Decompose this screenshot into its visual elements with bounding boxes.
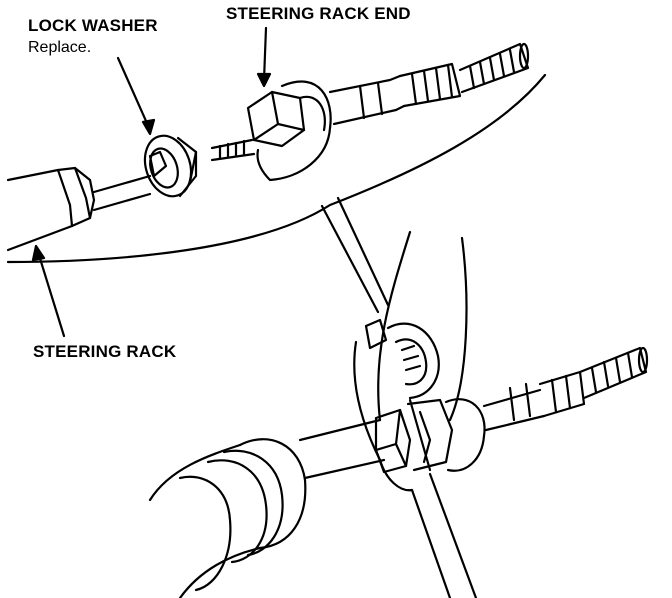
steering-rack-arrow: [31, 244, 46, 262]
rack-end-leader: [262, 26, 268, 82]
detail-pointer: [320, 196, 390, 314]
knuckle-outline: [377, 230, 468, 422]
lock-washer-part: [143, 134, 198, 198]
lower-rack-boot: [148, 438, 307, 598]
lower-rack-shaft: [298, 418, 386, 480]
open-end-wrench: [353, 318, 478, 598]
lock-washer-arrow: [141, 118, 156, 136]
steering-rack-leader: [36, 250, 66, 338]
rack-end-arrow: [256, 72, 272, 88]
steering-rack-end-part: [210, 42, 530, 182]
lock-washer-label: LOCK WASHER: [28, 16, 158, 35]
lock-washer-replace-note: Replace.: [28, 39, 92, 56]
upper-rack-housing: [6, 166, 152, 252]
steering-rack-end-label: STEERING RACK END: [226, 4, 411, 23]
lock-washer-leader: [116, 56, 152, 132]
steering-rack-label: STEERING RACK: [33, 342, 177, 361]
lower-rack-end: [444, 346, 649, 472]
detail-outline: [6, 73, 547, 264]
